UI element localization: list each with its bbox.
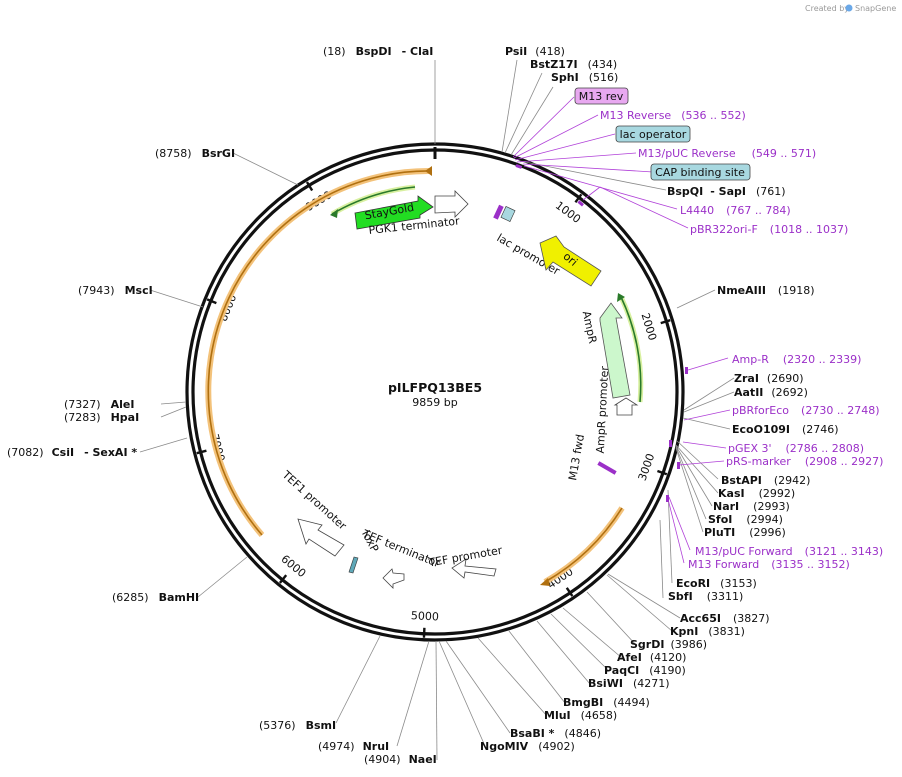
tick-mark xyxy=(206,298,217,305)
pgk1-terminator-arrow[interactable] xyxy=(434,190,469,218)
site-label-ngomiv[interactable]: NgoMIV(4902) xyxy=(480,740,575,753)
site-label-mlui[interactable]: MluI(4658) xyxy=(544,709,617,722)
site-label-sgrdi[interactable]: SgrDI(3986) xyxy=(630,638,707,651)
primer-label-prs-marker[interactable]: pRS-marker(2908 .. 2927) xyxy=(726,455,883,468)
tef-terminator-arrow[interactable] xyxy=(382,568,405,589)
site-label-bspdi[interactable]: (18)BspDI- ClaI xyxy=(323,45,433,58)
ampr-promoter-label: AmpR promoter xyxy=(594,365,612,453)
site-label-sfoi[interactable]: SfoI(2994) xyxy=(708,513,783,526)
site-label-bamhi[interactable]: (6285)BamHI xyxy=(112,591,199,604)
site-label-ecori[interactable]: EcoRI(3153) xyxy=(676,577,757,590)
tick-mark xyxy=(305,181,314,192)
site-label-afei[interactable]: AfeI(4120) xyxy=(617,651,686,664)
site-label-zrai[interactable]: ZraI(2690) xyxy=(734,372,804,385)
site-label-bmgbi[interactable]: BmgBI(4494) xyxy=(563,696,650,709)
site-label-kasi[interactable]: KasI(2992) xyxy=(718,487,795,500)
site-label-nmeaiii[interactable]: NmeAIII(1918) xyxy=(717,284,815,297)
primer-label-pbr322ori-f[interactable]: pBR322ori-F(1018 .. 1037) xyxy=(690,223,848,236)
primer-label-pgex-3[interactable]: pGEX 3'(2786 .. 2808) xyxy=(728,442,864,455)
lac-region-marks xyxy=(493,204,516,222)
site-leaders xyxy=(139,59,735,761)
primer-label-m13-puc-forward[interactable]: M13/pUC Forward(3121 .. 3143) xyxy=(695,545,883,558)
ampr-label: AmpR xyxy=(580,310,600,345)
stay-gold-arc-head xyxy=(330,209,338,218)
site-label-psii[interactable]: PsiI(418) xyxy=(505,45,565,58)
site-label-kpni[interactable]: KpnI(3831) xyxy=(670,625,745,638)
site-label-nrui[interactable]: (4974)NruI xyxy=(318,740,389,753)
tick-mark xyxy=(565,587,574,597)
primer-label-m13-reverse[interactable]: M13 Reverse(536 .. 552) xyxy=(600,109,746,122)
credit-text: Created by xyxy=(805,4,849,13)
tick-label: 6000 xyxy=(278,552,308,580)
tick-label: 5000 xyxy=(411,609,440,623)
site-label-bsmi[interactable]: (5376)BsmI xyxy=(259,719,336,732)
m13-rev-box[interactable] xyxy=(574,87,629,105)
ampr-arc-head xyxy=(617,293,625,302)
primer-label-m13-puc-reverse[interactable]: M13/pUC Reverse(549 .. 571) xyxy=(638,147,816,160)
ampr-promoter-arrow[interactable] xyxy=(613,397,639,416)
site-label-aatii[interactable]: AatII(2692) xyxy=(734,386,808,399)
site-label-pluti[interactable]: PluTI(2996) xyxy=(704,526,786,539)
tick-mark xyxy=(278,574,288,584)
orf-arc-right xyxy=(544,507,623,583)
site-label-hpai[interactable]: (7283)HpaI xyxy=(64,411,139,424)
site-label-bsabi[interactable]: BsaBI *(4846) xyxy=(510,727,601,740)
orf-arc-left-head xyxy=(425,166,432,176)
orf-arc-right-halo xyxy=(543,506,625,585)
stay-gold-arc xyxy=(331,186,416,215)
m13-fwd-mark xyxy=(597,461,617,475)
site-label-bsrgi[interactable]: (8758)BsrGI xyxy=(155,147,235,160)
site-label-sbfi[interactable]: SbfI(3311) xyxy=(668,590,743,603)
tef-promoter-arrow[interactable] xyxy=(451,558,497,579)
site-label-naei[interactable]: (4904)NaeI xyxy=(364,753,437,766)
primer-label-pbrforeco[interactable]: pBRforEco(2730 .. 2748) xyxy=(732,404,880,417)
lac-operator-box[interactable] xyxy=(615,125,691,143)
lac-operator-label: lac operator xyxy=(620,128,687,141)
tick-mark xyxy=(660,319,671,325)
tick-mark xyxy=(574,193,583,204)
plasmid-name: pILFPQ13BE5 xyxy=(388,380,482,395)
orf-arc-right-head xyxy=(540,578,550,586)
primer-label-l4440[interactable]: L4440(767 .. 784) xyxy=(680,204,791,217)
primer-label-m13-forward[interactable]: M13 Forward(3135 .. 3152) xyxy=(688,558,850,571)
cap-binding-site-label: CAP binding site xyxy=(655,166,745,179)
site-label-bsiwi[interactable]: BsiWI(4271) xyxy=(588,677,670,690)
ori-arrow[interactable] xyxy=(539,235,602,287)
site-label-sphi[interactable]: SphI(516) xyxy=(551,71,618,84)
stay-gold-arrow[interactable] xyxy=(354,195,434,230)
ampr-arrow[interactable] xyxy=(599,302,631,399)
site-label-msci[interactable]: (7943)MscI xyxy=(78,284,153,297)
ampr-arc xyxy=(620,296,642,403)
primer-markers xyxy=(515,164,688,502)
loxp-mark xyxy=(348,556,359,574)
primer-leaders xyxy=(512,96,731,564)
site-label-bspqi[interactable]: BspQI- SapI(761) xyxy=(667,185,786,198)
snapgene-logo-icon xyxy=(845,4,853,12)
site-label-alei[interactable]: (7327)AleI xyxy=(64,398,134,411)
primer-labels: M13 Reverse(536 .. 552) M13/pUC Reverse(… xyxy=(600,109,883,571)
m13-fwd-label: M13 fwd xyxy=(566,433,587,481)
site-label-bstapi[interactable]: BstAPI(2942) xyxy=(721,474,810,487)
m13-rev-label: M13 rev xyxy=(579,90,624,103)
cap-binding-site-box[interactable] xyxy=(650,163,751,181)
tick-mark xyxy=(196,449,207,455)
orf-arc-left xyxy=(207,170,433,536)
site-label-acc65i[interactable]: Acc65I(3827) xyxy=(680,612,770,625)
tef1-promoter-arrow[interactable] xyxy=(297,518,345,557)
tick-label: 3000 xyxy=(636,452,658,483)
plasmid-length: 9859 bp xyxy=(412,396,457,409)
site-labels: (18)BspDI- ClaI PsiI(418) BstZ17I(434) S… xyxy=(7,45,839,766)
primer-label-amp-r[interactable]: Amp-R(2320 .. 2339) xyxy=(732,353,861,366)
credit-app: SnapGene xyxy=(855,4,896,13)
site-label-csii[interactable]: (7082)CsiI- SexAI * xyxy=(7,446,137,459)
site-label-paqci[interactable]: PaqCI(4190) xyxy=(604,664,686,677)
site-label-ecoo109i[interactable]: EcoO109I(2746) xyxy=(732,423,839,436)
site-label-bstz17i[interactable]: BstZ17I(434) xyxy=(530,58,617,71)
boxed-features: M13 rev lac operator CAP binding site xyxy=(574,87,751,181)
tick-mark xyxy=(657,469,668,476)
site-label-nari[interactable]: NarI(2993) xyxy=(713,500,790,513)
tick-label: 2000 xyxy=(638,311,659,342)
